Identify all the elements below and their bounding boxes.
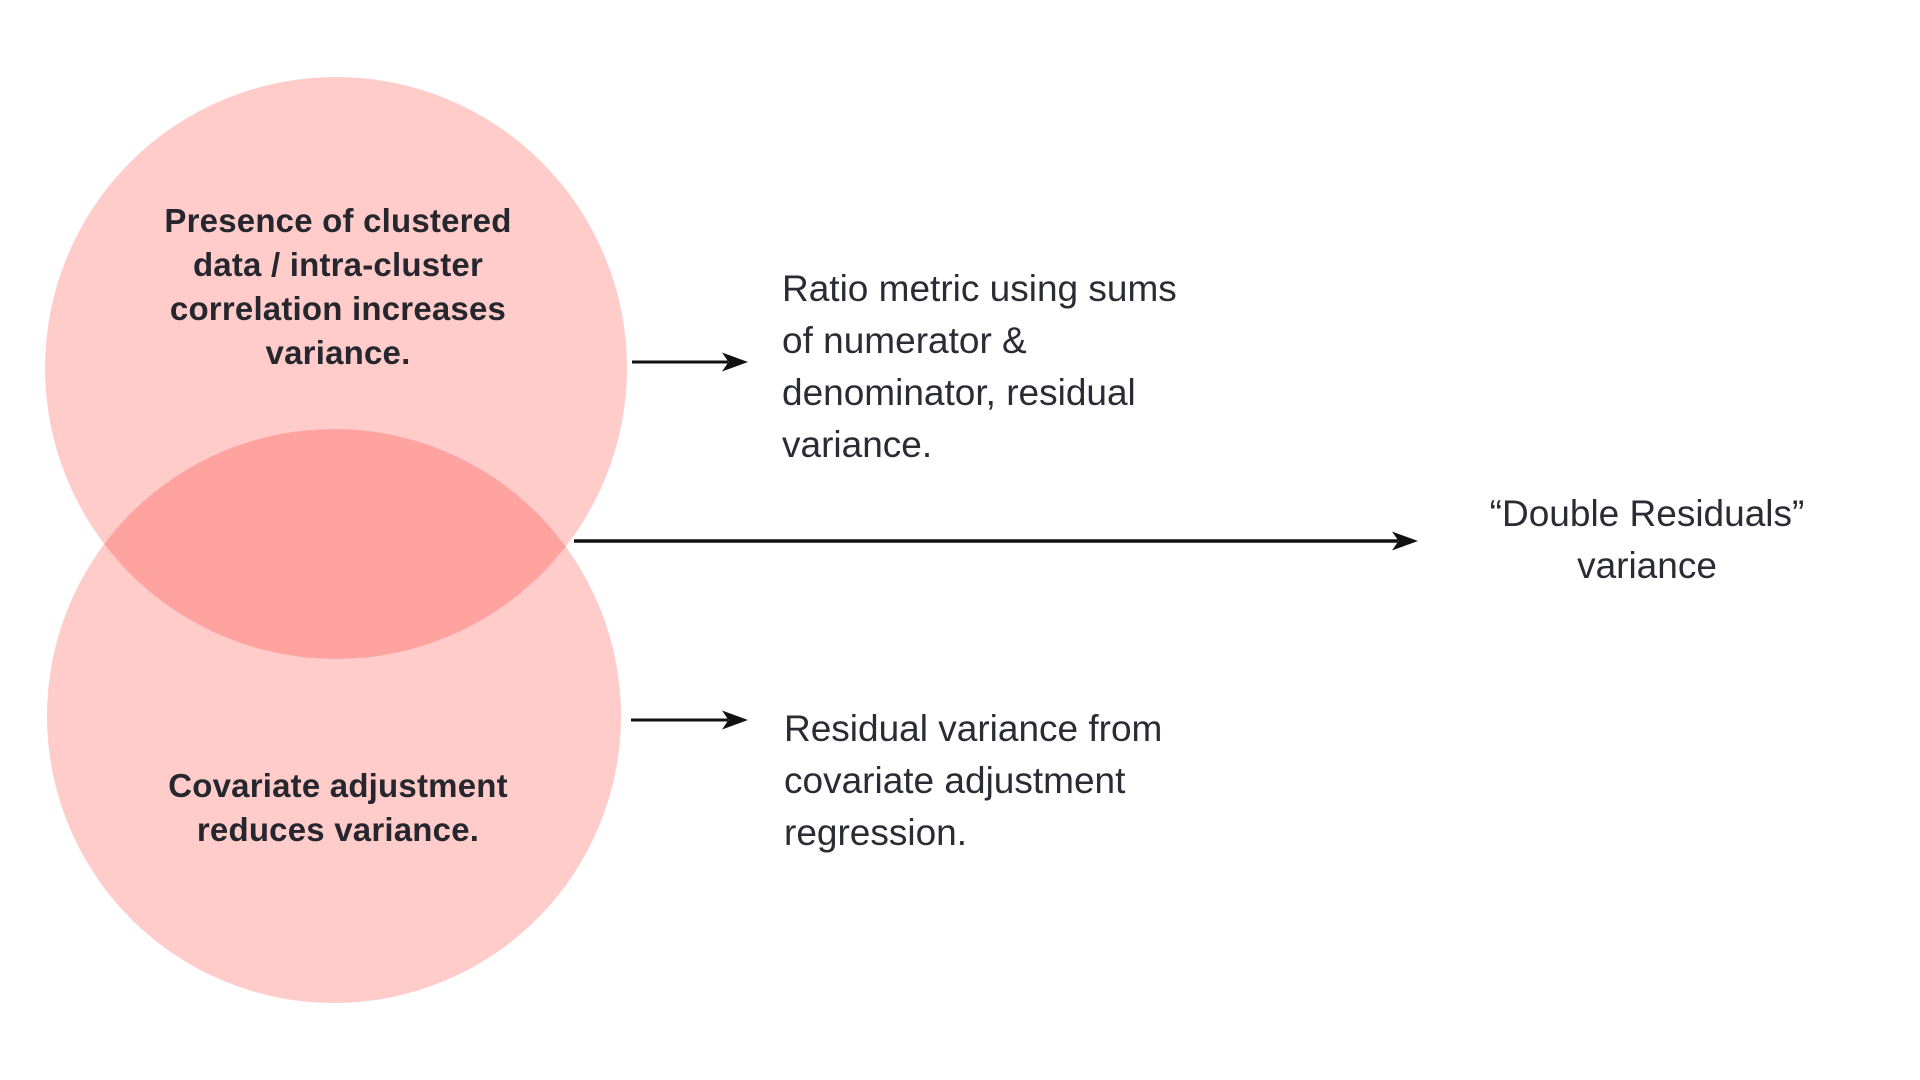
venn-top-circle-label: Presence of clustered data / intra-clust… [164,202,512,371]
annotation-ratio-metric: Ratio metric using sums of numerator & d… [782,268,1177,465]
arrow-middle-icon [574,531,1418,551]
arrow-bottom-icon [631,710,748,730]
arrow-top-icon [632,352,748,372]
annotation-double-residuals: “Double Residuals” variance [1489,493,1805,586]
venn-bottom-circle [47,429,621,1003]
venn-bottom-circle-label: Covariate adjustment reduces variance. [168,767,508,848]
annotation-residual-variance: Residual variance from covariate adjustm… [784,708,1163,853]
